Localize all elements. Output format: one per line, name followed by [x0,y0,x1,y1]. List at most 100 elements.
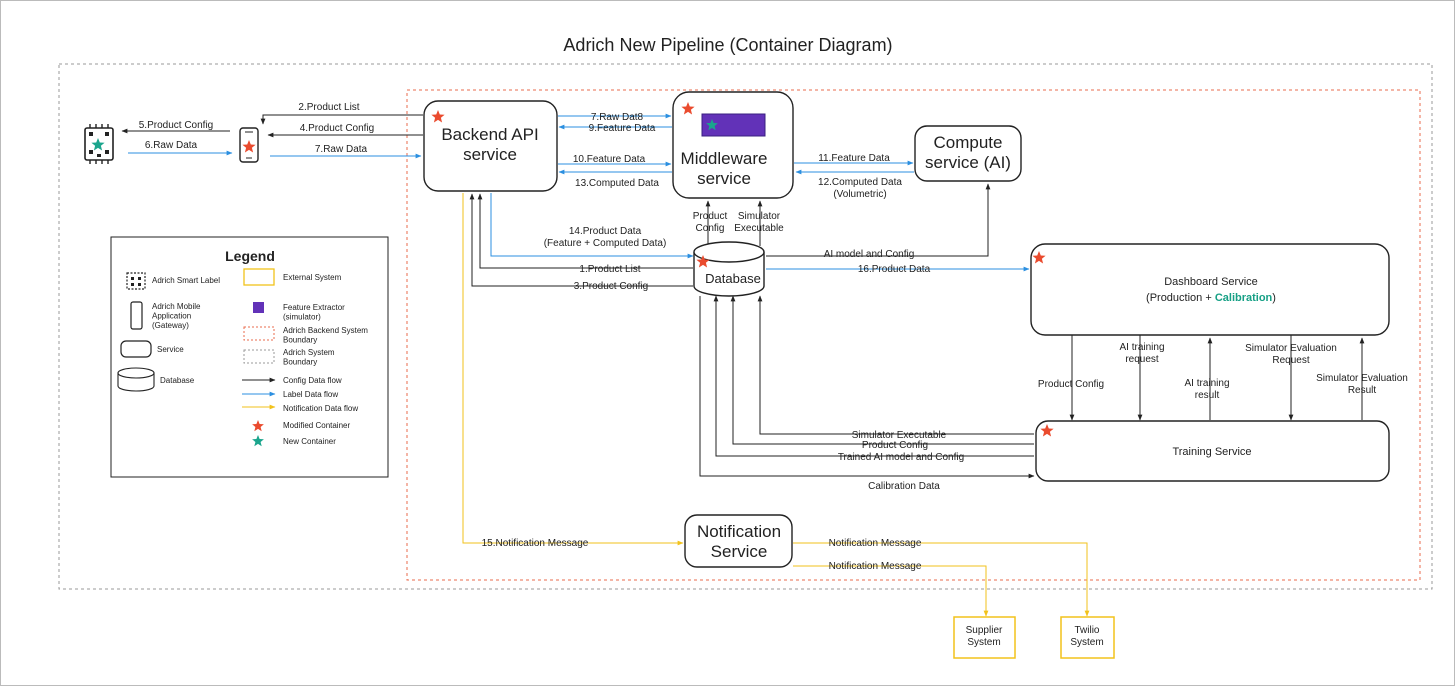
legend-database: Database [160,376,195,385]
legend-box [110,236,389,478]
legend-feature-extractor-icon [253,302,264,313]
legend-external-system-icon [243,268,275,286]
supplier-system[interactable] [953,616,1016,659]
flow-product-config-3 [469,193,693,287]
label-trained-ai-model: Trained AI model and Config [838,452,964,463]
legend-config-flow: Config Data flow [283,376,342,385]
legend-new-container: New Container [283,437,336,446]
adrich-system-boundary [58,63,1433,590]
modified-container-star-icon [681,102,695,115]
legend-notification-flow: Notification Data flow [283,404,358,413]
label-raw-data-6: 6.Raw Data [145,140,198,151]
database[interactable] [693,241,765,297]
legend-new-star-icon [252,435,264,447]
modified-container-star-icon [242,140,256,153]
label-calibration-data: Calibration Data [868,481,940,492]
legend-title: Legend [225,248,275,264]
label-raw-data-7: 7.Raw Data [315,144,368,155]
legend-smart-label: Adrich Smart Label [152,276,220,285]
label-simulator-executable: Simulator Executable [852,430,947,441]
label-product-data-14: 14.Product Data(Feature + Computed Data) [544,226,667,249]
flow-product-list-1 [477,193,693,269]
label-feature-data-9: 9.Feature Data [589,123,656,134]
legend-database-icon [117,367,155,392]
legend-external-system: External System [283,273,342,282]
new-container-star-icon [91,138,105,151]
label-feature-data-11: 11.Feature Data [818,153,890,164]
label-feature-data-10: 10.Feature Data [573,154,646,165]
dashboard-title: Dashboard Service [1164,276,1258,288]
flow-calibration-data [699,296,1035,479]
modified-container-star-icon [431,110,445,123]
dashboard-subtitle: (Production + Calibration) [1146,292,1276,304]
modified-container-star-icon [1032,251,1046,264]
label-dash-product-config: Product Config [1038,379,1104,390]
flow-ai-model-config [766,183,991,257]
modified-container-star-icon [1040,424,1054,437]
legend-smart-label-icon [126,272,146,290]
label-product-list-2: 2.Product List [298,102,359,113]
label-product-data-16: 16.Product Data [858,264,931,275]
legend-modified-star-icon [252,420,264,432]
twilio-system[interactable] [1060,616,1115,659]
label-product-list-1: 1.Product List [579,264,640,275]
training-label: Training Service [1172,446,1251,458]
smart-label-icon [84,124,114,164]
dashboard-subtitle-prefix: (Production + [1146,292,1215,304]
legend-backend-boundary-icon [243,326,275,341]
adrich-backend-boundary [406,89,1421,581]
flow-notification-twilio [793,542,1090,617]
label-product-config-train: Product Config [862,440,928,451]
label-product-config-3: 3.Product Config [574,281,649,292]
legend-mobile-icon [130,301,143,330]
flow-simulator-executable [757,295,1034,435]
label-notification-twilio: Notification Message [829,538,922,549]
database-label: Database [705,271,761,286]
flow-trained-ai-model [713,295,1034,457]
diagram-title: Adrich New Pipeline (Container Diagram) [563,35,892,55]
flow-product-data-14 [490,193,694,259]
label-ai-model-config: AI model and Config [824,249,915,260]
label-computed-data-12: 12.Computed Data(Volumetric) [818,177,902,200]
training-service[interactable] [1035,420,1390,482]
flow-product-config-train [730,295,1034,445]
label-product-config-5: 5.Product Config [139,120,214,131]
notification-service[interactable] [684,514,793,568]
label-raw-dat8-7: 7.Raw Dat8 [591,112,644,123]
legend-service: Service [157,345,184,354]
legend-service-icon [120,340,152,358]
label-computed-data-13: 13.Computed Data [575,178,659,189]
label-notification-15: 15.Notification Message [482,538,589,549]
flow-notification-supplier [793,565,989,617]
compute-service[interactable] [914,125,1022,182]
dashboard-subtitle-suffix: ) [1272,292,1276,304]
dashboard-service[interactable] [1030,243,1390,336]
legend-feature-extractor: Feature Extractor(simulator) [283,303,345,321]
flow-product-list-2 [260,114,423,125]
dashboard-subtitle-highlight: Calibration [1215,292,1273,304]
feature-extractor-box [701,113,766,137]
legend-modified-container: Modified Container [283,421,350,430]
new-container-star-icon [706,119,718,131]
legend-label-flow: Label Data flow [283,390,338,399]
label-notification-supplier: Notification Message [829,561,922,572]
flow-notification-15 [462,193,684,546]
label-product-config-4: 4.Product Config [300,123,375,134]
backend-api-service[interactable] [423,100,558,192]
